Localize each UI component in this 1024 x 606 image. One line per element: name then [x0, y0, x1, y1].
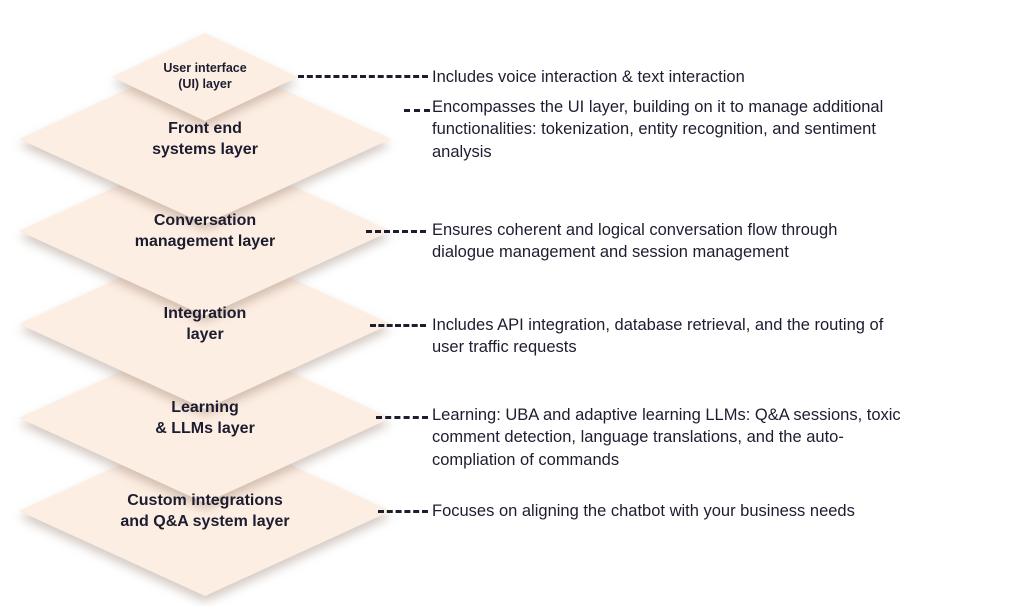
layer-description-custom: Focuses on aligning the chatbot with you… — [432, 502, 855, 520]
layer-label-conversation: Conversation management layer — [134, 212, 276, 251]
layer-description-learning: Learning: UBA and adaptive learning LLMs… — [432, 406, 901, 469]
layer-description-front-end: Encompasses the UI layer, building on it… — [432, 98, 884, 161]
layer-label-integration: Integration layer — [163, 305, 247, 344]
layer-description-conversation: Ensures coherent and logical conversatio… — [432, 221, 838, 262]
connector-line-learning — [376, 416, 428, 419]
connector-line-conversation — [366, 230, 426, 233]
connector-line-custom — [378, 510, 428, 513]
layer-label-ui: User interface (UI) layer — [163, 61, 247, 92]
layer-diamond-ui — [112, 33, 298, 121]
layer-label-learning: Learning & LLMs layer — [155, 399, 255, 438]
layer-label-front-end: Front end systems layer — [152, 120, 258, 159]
connector-line-integration — [370, 324, 426, 327]
connector-line-ui — [298, 75, 428, 78]
layer-label-custom: Custom integrations and Q&A system layer — [120, 492, 290, 531]
connector-line-front-end — [404, 109, 430, 112]
layer-description-integration: Includes API integration, database retri… — [432, 316, 884, 357]
layer-description-ui: Includes voice interaction & text intera… — [432, 68, 745, 86]
